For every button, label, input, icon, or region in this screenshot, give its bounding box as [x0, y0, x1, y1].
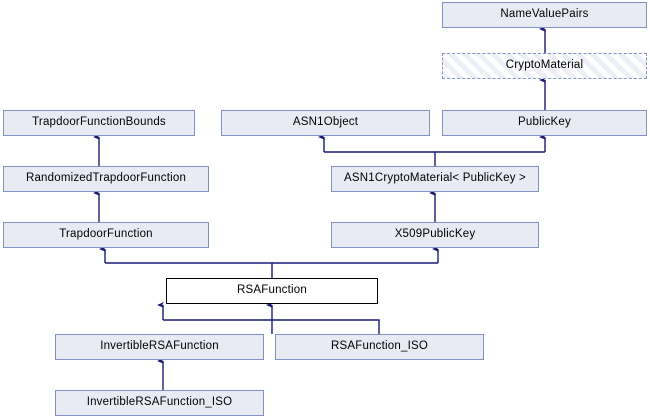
class-label: X509PublicKey — [394, 228, 476, 241]
edge-asn1cryptomaterial-bus — [324, 151, 436, 166]
edge-rsafunction-bus — [105, 262, 273, 278]
class-node-trapdoorfunction[interactable]: TrapdoorFunction — [3, 222, 209, 248]
class-label: NameValuePairs — [500, 8, 589, 21]
class-label: CryptoMaterial — [505, 59, 584, 72]
class-label: RandomizedTrapdoorFunction — [25, 172, 187, 185]
class-label: RSAFunction_ISO — [331, 340, 428, 353]
class-node-invertiblersafunction-iso[interactable]: InvertibleRSAFunction_ISO — [55, 390, 264, 416]
edge-children-bus-left — [163, 319, 273, 334]
class-node-x509publickey[interactable]: X509PublicKey — [331, 222, 539, 248]
class-node-namevaluepairs[interactable]: NameValuePairs — [442, 2, 647, 28]
class-node-rsafunction-iso[interactable]: RSAFunction_ISO — [275, 334, 484, 360]
class-label: ASN1Object — [292, 116, 359, 129]
class-node-randomizedtrapdoorfunction[interactable]: RandomizedTrapdoorFunction — [3, 166, 209, 192]
class-node-cryptomaterial[interactable]: CryptoMaterial — [442, 53, 647, 79]
class-label: TrapdoorFunctionBounds — [32, 116, 166, 129]
class-label: RSAFunction — [237, 284, 307, 297]
class-node-asn1cryptomaterial[interactable]: ASN1CryptoMaterial< PublicKey > — [331, 166, 539, 192]
class-label: InvertibleRSAFunction — [100, 340, 219, 353]
class-node-invertiblersafunction[interactable]: InvertibleRSAFunction — [55, 334, 264, 360]
class-label: ASN1CryptoMaterial< PublicKey > — [344, 172, 526, 185]
class-label: TrapdoorFunction — [59, 228, 153, 241]
edge-children-bus-right — [272, 319, 380, 334]
class-label: PublicKey — [518, 116, 571, 129]
class-node-trapdoorfunctionbounds[interactable]: TrapdoorFunctionBounds — [3, 110, 195, 136]
class-label: InvertibleRSAFunction_ISO — [86, 396, 233, 409]
class-node-rsafunction[interactable]: RSAFunction — [166, 278, 378, 304]
class-node-asn1object[interactable]: ASN1Object — [221, 110, 430, 136]
class-node-publickey[interactable]: PublicKey — [442, 110, 647, 136]
